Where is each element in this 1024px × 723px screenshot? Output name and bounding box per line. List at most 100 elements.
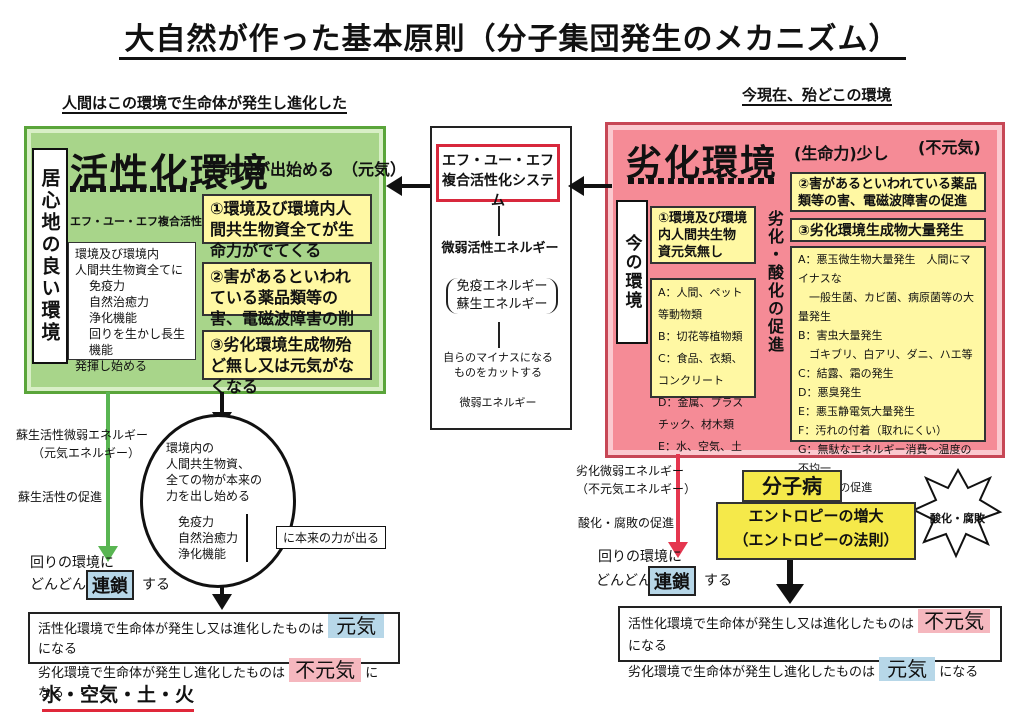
result-text: 活性化環境で生命体が発生し又は進化したものは	[628, 617, 915, 632]
oval-sub-line: 免疫力	[178, 515, 215, 529]
left-chain-text-1: 回りの環境に	[30, 555, 114, 571]
result-text: 活性化環境で生命体が発生し又は進化したものは	[38, 622, 325, 637]
result-text: になる	[38, 666, 379, 701]
oxidation-burst-label: 酸化・腐敗	[930, 512, 985, 525]
list-item: ゴキブリ、白アリ、ダニ、ハエ等	[798, 348, 973, 361]
corruption-promotion: 酸化・腐敗の促進	[578, 516, 675, 530]
energy-line: （元気エネルギー）	[32, 446, 141, 460]
list-item: A：悪玉微生物大量発生 人間にマイナスな	[798, 253, 971, 285]
effects-line: 発揮し始める	[75, 359, 148, 373]
right-chain-badge: 連鎖	[648, 566, 696, 596]
right-chain-text-3: する	[704, 573, 732, 589]
left-item-2: ②害があるといわれている薬品類等の害、電磁波障害の削減	[202, 262, 372, 349]
immune-revival-energy: 免疫エネルギー 蘇生エネルギー	[446, 278, 558, 314]
right-caption: 今現在、殆どこの環境	[742, 86, 892, 106]
arrow-right-to-center	[568, 176, 584, 196]
degradation-environment-title: 劣化環境	[626, 143, 779, 184]
entropy-line: （エントロピーの法則）	[733, 531, 899, 549]
not-energetic-label: (不元気)	[918, 138, 981, 157]
fugenki-badge: 不元気	[289, 658, 362, 682]
list-item: E：水、空気、土	[658, 440, 742, 453]
revival-promotion: 蘇生活性の促進	[18, 490, 103, 504]
result-text: になる	[939, 665, 979, 680]
result-text: になる	[628, 639, 668, 654]
page-title: 大自然が作った基本原則（分子集団発生のメカニズム）	[0, 14, 1024, 60]
list-item: F：汚れの付着（取れにくい）	[798, 424, 948, 437]
list-item: B：害虫大量発生	[798, 329, 883, 342]
oval-line: 力を出し始める	[166, 489, 251, 503]
byproducts-list: A：悪玉微生物大量発生 人間にマイナスな 一般生菌、カビ菌、病原菌等の大量発生 …	[790, 246, 986, 494]
left-item-3: ③劣化環境生成物殆ど無し又は元気がなくなる	[202, 330, 372, 396]
natural-power-oval	[140, 414, 296, 588]
red-arrow-head	[668, 542, 688, 558]
right-chain-text-2: どんどん	[596, 573, 652, 589]
activation-subtitle: 生命力が出始める （元気）	[206, 160, 407, 179]
cut-negative-note: 自らのマイナスになる ものをカットする	[436, 350, 560, 380]
affected-items-list: A：人間、ペット等動物類 B：切花等植物類 C：食品、衣類、コンクリート D：金…	[650, 278, 756, 453]
list-item: B：切花等植物類	[658, 330, 743, 343]
center-connector	[498, 322, 500, 348]
right-item-3: ③劣化環境生成物大量発生	[790, 218, 986, 242]
result-text: 劣化環境で生命体が発生し進化したものは	[628, 665, 876, 680]
list-item: 一般生菌、カビ菌、病原菌等の大量発生	[798, 291, 974, 323]
entropy-box: エントロピーの増大 （エントロピーの法則）	[716, 502, 916, 560]
effects-line: 環境及び環境内	[75, 247, 160, 261]
center-connector	[498, 206, 500, 236]
oval-line: 全ての物が本来の	[166, 473, 263, 487]
fuf-system-box: エフ・ユー・エフ 複合活性化システム	[436, 144, 560, 209]
genki-badge: 元気	[328, 614, 385, 638]
left-chain-text-2: どんどん	[30, 577, 86, 593]
cut-line: ものをカットする	[454, 366, 542, 379]
left-caption: 人間はこの環境で生命体が発生し進化した	[62, 94, 348, 114]
entropy-line: エントロピーの増大	[748, 507, 884, 525]
oval-line: 環境内の	[166, 441, 215, 455]
revival-energy: 蘇生エネルギー	[456, 297, 548, 312]
weak-activation-energy: 微弱活性エネルギー	[441, 241, 559, 256]
degradation-weak-energy: 劣化微弱エネルギー （不元気エネルギー）	[576, 462, 696, 498]
list-item: C：結露、霜の発生	[798, 367, 894, 380]
oval-text: 環境内の 人間共生物資、 全ての物が本来の 力を出し始める	[166, 440, 262, 504]
green-arrow-head	[98, 546, 118, 562]
left-effects-box: 環境及び環境内 人間共生物資全てに 免疫力 自然治癒力 浄化機能 回りを生かし長…	[68, 242, 196, 373]
four-elements-footer: 水・空気・土・火	[42, 680, 195, 712]
right-item-1: ①環境及び環境内人間共生物資元気無し	[650, 206, 756, 264]
current-environment-label: 今の環境	[616, 200, 648, 344]
arrow-to-left-result	[212, 594, 232, 610]
effects-line: 人間共生物資全てに	[75, 263, 184, 277]
fuf-system-name: エフ・ユー・エフ	[442, 153, 554, 169]
left-chain-badge: 連鎖	[86, 570, 134, 600]
effects-line: 免疫力	[89, 279, 126, 293]
oval-sub-list: 免疫力 自然治癒力 浄化機能	[178, 514, 249, 562]
genki-badge: 元気	[879, 657, 936, 681]
effects-line: 回りを生かし長生機能	[89, 327, 186, 357]
immune-energy: 免疫エネルギー	[456, 279, 548, 294]
fugenki-badge: 不元気	[918, 609, 991, 633]
right-chain-text-1: 回りの環境に	[598, 549, 682, 565]
cut-line: 自らのマイナスになる	[443, 351, 553, 364]
natural-power-note: に本来の力が出る	[276, 526, 387, 549]
list-item: E：悪玉静電気大量発生	[798, 405, 915, 418]
list-item: D：金属、プラスチック、材木類	[658, 396, 744, 431]
arrow-center-to-left	[386, 176, 402, 196]
right-item-2: ②害があるといわれている薬品類等の害、電磁波障害の促進	[790, 172, 986, 212]
oval-sub-line: 自然治癒力	[178, 531, 239, 545]
revival-weak-energy: 蘇生活性微弱エネルギー （元気エネルギー）	[16, 426, 148, 462]
oxidation-promotion-label: 劣化・酸化の促進	[765, 210, 784, 354]
left-chain-text-3: する	[142, 577, 170, 593]
left-result-box: 活性化環境で生命体が発生し又は進化したものは 元気 になる 劣化環境で生命体が発…	[28, 612, 400, 701]
effects-line: 浄化機能	[89, 311, 138, 325]
title-wave-decoration	[70, 186, 198, 192]
comfortable-environment-label: 居心地の良い環境	[32, 148, 68, 364]
arrow-to-right-result	[776, 584, 804, 604]
fuf-system-name: 複合活性化システム	[442, 173, 554, 209]
degradation-subtitle: (生命力)少し	[794, 144, 889, 163]
left-item-1: ①環境及び環境内人間共生物資全てが生命力がでてくる	[202, 194, 372, 260]
result-text: になる	[38, 642, 78, 657]
right-result-box: 活性化環境で生命体が発生し又は進化したものは 不元気 になる 劣化環境で生命体が…	[618, 606, 1002, 681]
list-item: A：人間、ペット等動物類	[658, 286, 743, 321]
energy-line: （不元気エネルギー）	[576, 482, 697, 496]
list-item: D：悪臭発生	[798, 386, 862, 399]
energy-line: 蘇生活性微弱エネルギー	[16, 428, 149, 442]
molecular-disease-badge: 分子病	[742, 470, 842, 502]
